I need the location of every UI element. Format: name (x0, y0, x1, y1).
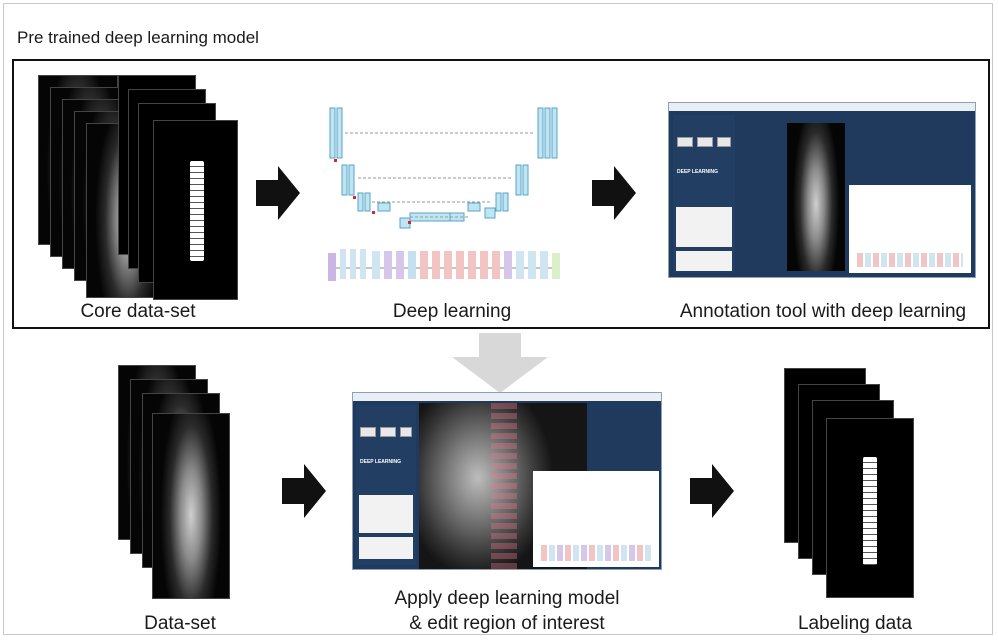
roi-overlay (491, 403, 517, 569)
core-dataset-stack (38, 75, 238, 300)
caption-apply-line1: Apply deep learning model (394, 588, 620, 609)
spine-mask-image (153, 120, 238, 300)
tool-button[interactable] (717, 137, 731, 147)
section-title: Pre trained deep learning model (17, 28, 259, 47)
labeling-data-stack (784, 368, 914, 600)
tool-button[interactable] (400, 427, 412, 437)
caption-annotation-tool: Annotation tool with deep learning (679, 301, 967, 322)
spine-mask-shape (863, 457, 877, 565)
pretrained-model-frame (12, 59, 990, 329)
caption-apply-line2: & edit region of interest (409, 613, 605, 634)
caption-labeling-data: Labeling data (797, 613, 913, 634)
tool-table (359, 537, 413, 559)
tool-table (359, 495, 413, 533)
tool-table (676, 207, 732, 247)
unet-inset-strip (541, 545, 651, 561)
xray-image (152, 413, 230, 599)
caption-core-dataset: Core data-set (80, 301, 196, 322)
tool-button[interactable] (380, 427, 396, 437)
arrow-down-icon (452, 333, 548, 393)
window-titlebar (353, 393, 661, 401)
unet-inset (849, 185, 971, 273)
arrow-right-icon (282, 464, 326, 518)
chest-xray-view (419, 403, 587, 569)
figure-border (3, 3, 993, 635)
spine-mask-image (826, 418, 914, 598)
tool-table (676, 251, 732, 271)
tool-button[interactable] (677, 137, 693, 147)
edit-roi-tool-window: DEEP LEARNING (352, 392, 662, 570)
tool-button[interactable] (697, 137, 713, 147)
arrow-right-icon (256, 166, 300, 220)
unet-inset-strip (857, 253, 963, 267)
caption-deep-learning: Deep learning (392, 301, 512, 322)
arrow-right-icon (592, 166, 636, 220)
spine-mask-shape (190, 161, 204, 261)
arrow-right-icon (690, 464, 734, 518)
tool-side-panel: DEEP LEARNING (673, 115, 735, 273)
tool-button[interactable] (360, 427, 376, 437)
tool-side-panel: DEEP LEARNING (356, 405, 416, 565)
annotation-tool-window: DEEP LEARNING (668, 102, 976, 278)
unet-diagram (328, 107, 560, 281)
window-titlebar (669, 103, 975, 111)
deep-learning-label: DEEP LEARNING (360, 459, 402, 465)
caption-dataset: Data-set (144, 613, 216, 634)
dataset-stack (118, 365, 230, 601)
xray-preview (787, 123, 845, 271)
deep-learning-label: DEEP LEARNING (677, 169, 719, 175)
unet-layer-strip (328, 249, 560, 281)
unet-inset (533, 471, 659, 567)
